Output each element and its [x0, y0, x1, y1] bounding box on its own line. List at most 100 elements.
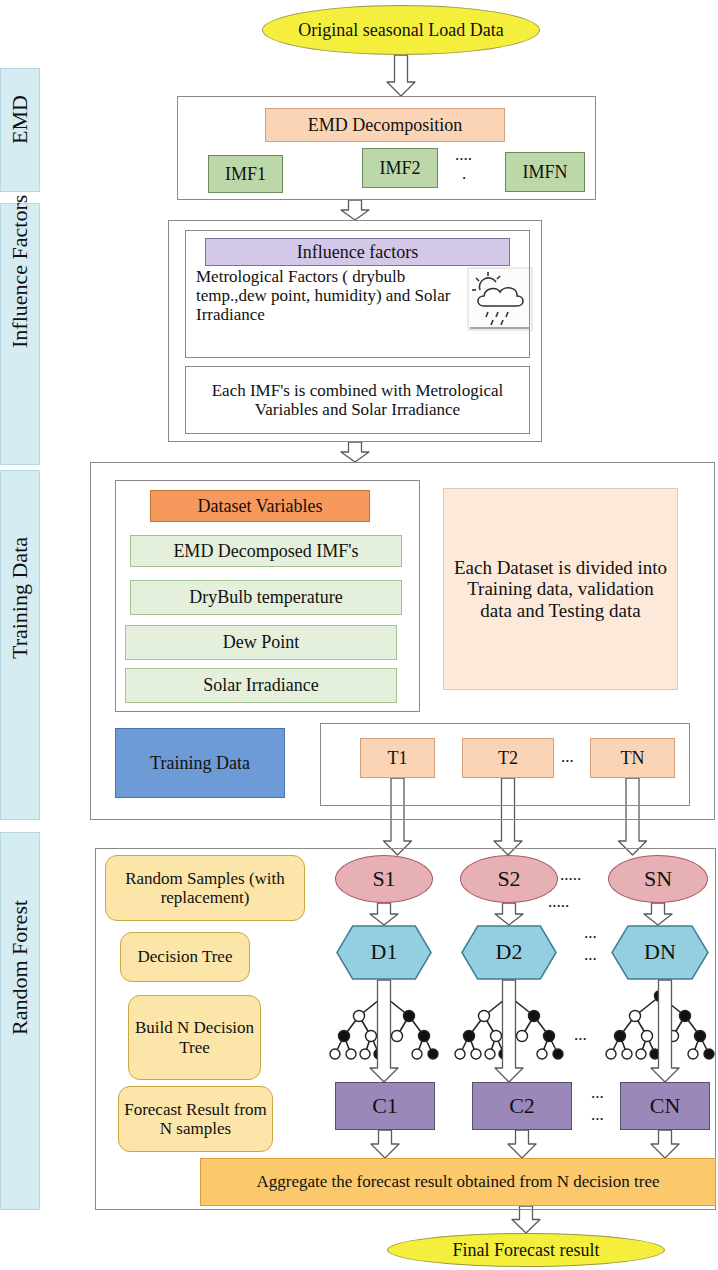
sample-ellipse: SN	[608, 855, 708, 903]
block-arrow	[619, 778, 647, 855]
node-text: EMD Decomposition	[303, 115, 468, 135]
ellipsis-dots: ....	[455, 146, 472, 163]
block-arrow	[384, 778, 412, 855]
hexagon-shape	[462, 926, 556, 979]
imf-box: IMF1	[208, 155, 283, 193]
block-arrow	[651, 980, 679, 1082]
factor-box: Influence factorsMetrological Factors ( …	[185, 230, 530, 358]
node-text: Original seasonal Load Data	[293, 20, 508, 40]
node-text: C2	[504, 1094, 540, 1119]
subset-box: TN	[590, 738, 675, 778]
tree-hexagon: D2	[460, 925, 558, 980]
node-text: Final Forecast result	[448, 1240, 605, 1260]
imf-box: IMFN	[505, 152, 585, 192]
step-label-box: Forecast Result from N samples	[118, 1086, 273, 1152]
block-arrow	[495, 903, 523, 925]
tree-hexagon: D1	[335, 925, 433, 980]
node-text: S2	[492, 867, 525, 892]
data-box: Training Data	[115, 728, 285, 798]
result-box: C2	[472, 1082, 572, 1130]
ellipsis-dots: .....	[548, 893, 569, 910]
node-text: IMFN	[517, 162, 572, 182]
sample-ellipse: S2	[460, 855, 558, 903]
band-label: EMD	[8, 111, 33, 149]
stage-band: Influence Factors	[0, 203, 40, 465]
node-text: D2	[491, 940, 528, 965]
subset-box: T1	[360, 738, 435, 778]
node-text: C1	[367, 1094, 403, 1119]
node-text: Decision Tree	[133, 947, 238, 966]
step-label-box: Decision Tree	[120, 932, 250, 982]
node-text: DryBulb temperature	[184, 587, 347, 607]
variable-box: Dew Point	[125, 625, 397, 660]
block-arrow	[371, 1130, 399, 1158]
block-arrow	[370, 903, 398, 925]
group-box: Random Samples (with replacement) S1 S2 SN D…	[95, 848, 716, 1210]
ellipsis-dots: ...	[561, 748, 574, 765]
node-text: T1	[383, 748, 413, 768]
note-box: Each IMF's is combined with Metrological…	[185, 366, 530, 434]
hexagon-shape	[612, 926, 708, 979]
band-label: Influence Factors	[8, 315, 33, 353]
node-text: Forecast Result from N samples	[119, 1100, 272, 1138]
node-text: Aggregate the forecast result obtained f…	[251, 1172, 664, 1191]
heading-box: Dataset Variables	[150, 490, 370, 522]
variable-box: DryBulb temperature	[130, 580, 402, 615]
node-text: Each Dataset is divided into Training da…	[444, 557, 677, 621]
node-text: Build N Decision Tree	[129, 1018, 260, 1056]
block-arrow	[341, 200, 369, 220]
group-box: Dataset VariablesEMD Decomposed IMF'sDry…	[115, 480, 420, 712]
group-box: T1 T2 TN	[320, 723, 690, 806]
ellipsis-dots: ...	[574, 1026, 587, 1043]
end-terminal: Final Forecast result	[387, 1233, 665, 1267]
ellipsis-dots: ...	[584, 924, 597, 941]
node-text: TN	[616, 748, 650, 768]
ellipsis-dots: ...	[591, 1084, 604, 1101]
block-arrow	[341, 442, 369, 462]
stage-band: EMD	[0, 68, 40, 192]
node-text: EMD Decomposed IMF's	[168, 541, 363, 561]
node-text: Solar Irradiance	[198, 675, 323, 695]
weather-icon	[468, 268, 532, 330]
group-box: Influence factorsMetrological Factors ( …	[168, 220, 542, 442]
band-label: Random Forest	[8, 1002, 33, 1040]
node-text: Metrological Factors ( drybulb temp.,dew…	[196, 267, 466, 324]
node-text: IMF1	[220, 164, 271, 184]
node-text: Dataset Variables	[192, 496, 327, 516]
aggregate-bar: Aggregate the forecast result obtained f…	[200, 1158, 716, 1206]
result-box: C1	[335, 1082, 435, 1130]
hexagon-shape	[337, 926, 431, 979]
sample-ellipse: S1	[335, 855, 433, 903]
ellipsis-dots: ...	[591, 1106, 604, 1123]
band-label: Training Data	[8, 626, 33, 664]
block-arrow	[495, 980, 523, 1082]
group-box: EMD DecompositionIMF1 IMF2 IMFN	[177, 96, 596, 200]
start-terminal: Original seasonal Load Data	[262, 5, 540, 55]
ellipsis-dots: .	[462, 165, 466, 182]
node-text: S1	[367, 867, 400, 892]
block-arrow	[651, 1130, 679, 1158]
block-arrow	[387, 55, 415, 96]
node-text: CN	[645, 1094, 686, 1119]
variable-box: Solar Irradiance	[125, 668, 397, 703]
tree-hexagon: DN	[610, 925, 710, 980]
subset-box: T2	[462, 738, 554, 778]
note-box: Each Dataset is divided into Training da…	[443, 488, 678, 690]
node-text: Training Data	[145, 753, 255, 773]
stage-band: Random Forest	[0, 832, 40, 1210]
node-text: D1	[366, 940, 403, 965]
stage-band: Training Data	[0, 470, 40, 820]
process-box: EMD Decomposition	[265, 108, 505, 142]
block-arrow	[644, 903, 672, 925]
ellipsis-dots: ...	[584, 946, 597, 963]
node-text: IMF2	[374, 158, 425, 178]
block-arrow	[508, 1130, 536, 1158]
step-label-box: Build N Decision Tree	[128, 995, 261, 1080]
result-box: CN	[620, 1082, 710, 1130]
step-label-box: Random Samples (with replacement)	[105, 855, 305, 921]
node-text: Each IMF's is combined with Metrological…	[186, 381, 529, 419]
block-arrow	[494, 778, 522, 855]
imf-box: IMF2	[362, 148, 438, 188]
node-text: Random Samples (with replacement)	[106, 869, 304, 907]
